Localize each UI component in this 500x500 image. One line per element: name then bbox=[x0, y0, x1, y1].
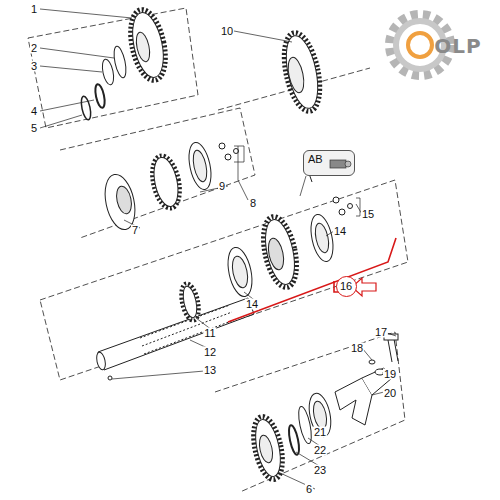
callout-number: 22 bbox=[313, 445, 327, 456]
detail-part bbox=[330, 160, 346, 168]
callout-number: 5 bbox=[30, 123, 38, 134]
callout-number: 12 bbox=[203, 347, 217, 358]
inset-box: AB bbox=[303, 150, 355, 176]
callout-number: 3 bbox=[30, 61, 38, 72]
callout-number: 14 bbox=[245, 299, 259, 310]
callout-number: 10 bbox=[220, 26, 234, 37]
callout-number: 2 bbox=[30, 43, 38, 54]
callout-circle: 16 bbox=[336, 276, 357, 297]
callout-number: 21 bbox=[313, 427, 327, 438]
callout-number: 4 bbox=[30, 106, 38, 117]
callout-number: 15 bbox=[361, 209, 375, 220]
callout-number: 20 bbox=[383, 388, 397, 399]
callout-number: 23 bbox=[313, 465, 327, 476]
callout-number: 9 bbox=[218, 181, 226, 192]
callout-number: 1 bbox=[30, 4, 38, 15]
callout-number: 6 bbox=[305, 484, 313, 495]
callout-number: 11 bbox=[203, 328, 216, 339]
callout-number: 18 bbox=[350, 343, 364, 354]
detail-ball bbox=[345, 161, 351, 167]
callout-number: 17 bbox=[374, 327, 388, 338]
callout-number: 13 bbox=[203, 365, 217, 376]
callout-number: 7 bbox=[131, 225, 139, 236]
callout-number: 19 bbox=[383, 369, 397, 380]
node-text: AB bbox=[308, 154, 323, 165]
watermark: OLP bbox=[433, 36, 482, 56]
callout-number: 14 bbox=[333, 226, 347, 237]
node-text: 16 bbox=[340, 281, 352, 292]
callout-number: 8 bbox=[249, 198, 257, 209]
